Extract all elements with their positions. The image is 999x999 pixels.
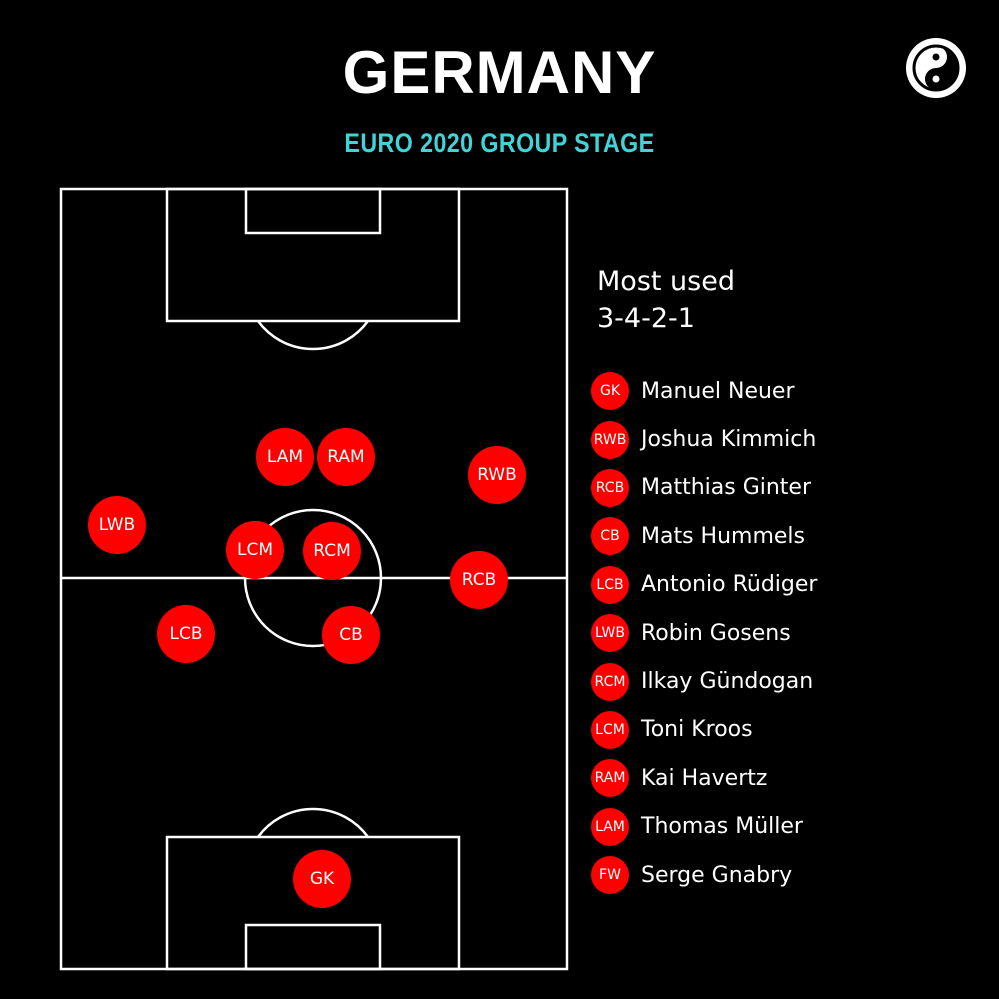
center-circle	[243, 508, 383, 648]
top-penalty-arc	[256, 320, 370, 351]
roster-player-name: Joshua Kimmich	[641, 427, 817, 453]
roster-item: LWB Robin Gosens	[591, 609, 817, 657]
roster-item: GK Manuel Neuer	[591, 367, 817, 415]
roster-player-name: Antonio Rüdiger	[641, 572, 818, 598]
roster-player-name: Kai Havertz	[641, 765, 768, 791]
player-marker-gk: GK	[293, 850, 351, 908]
player-marker-lwb: LWB	[88, 496, 146, 554]
player-marker-label: RWB	[477, 465, 517, 485]
roster-player-name: Serge Gnabry	[641, 862, 793, 888]
roster-player-name: Thomas Müller	[641, 814, 803, 840]
player-marker-label: GK	[309, 869, 335, 889]
roster-player-name: Mats Hummels	[641, 523, 806, 549]
roster-position-badge: FW	[591, 856, 629, 895]
roster-item: LCM Toni Kroos	[591, 706, 817, 754]
top-penalty-box	[165, 187, 461, 323]
roster-position-badge: CB	[591, 517, 629, 556]
roster-item: RCB Matthias Ginter	[591, 464, 817, 512]
roster-player-name: Matthias Ginter	[641, 475, 812, 501]
player-marker-label: RAM	[327, 447, 365, 467]
roster-item: LCB Antonio Rüdiger	[591, 561, 817, 609]
player-marker-label: RCB	[461, 570, 497, 590]
bottom-goal-box	[244, 923, 382, 971]
roster-position-badge: GK	[591, 372, 629, 411]
player-marker-label: RCM	[313, 541, 351, 561]
player-marker-ram: RAM	[317, 428, 375, 486]
roster-item: RAM Kai Havertz	[591, 754, 817, 802]
player-marker-lcm: LCM	[226, 521, 284, 579]
roster-position-badge: LAM	[591, 807, 629, 846]
page-title: GERMANY	[342, 39, 657, 106]
roster-position-badge: RWB	[591, 420, 629, 459]
yin-yang-logo-icon	[906, 38, 966, 98]
formation-label: Most used 3-4-2-1	[597, 263, 735, 337]
player-marker-label: LCB	[169, 624, 203, 644]
roster-item: LAM Thomas Müller	[591, 803, 817, 851]
player-marker-rcm: RCM	[303, 522, 361, 580]
roster-position-badge: LCM	[591, 710, 629, 749]
player-marker-label: CB	[339, 625, 363, 645]
roster-position-badge: RCM	[591, 662, 629, 701]
formation-heading: Most used	[597, 266, 735, 297]
player-marker-lcb: LCB	[157, 605, 215, 663]
roster-position-badge: RCB	[591, 468, 629, 507]
player-marker-label: LCM	[236, 540, 273, 560]
roster-item: RWB Joshua Kimmich	[591, 415, 817, 463]
player-marker-rwb: RWB	[468, 446, 526, 504]
roster-player-name: Robin Gosens	[641, 620, 791, 646]
roster-position-badge: RAM	[591, 759, 629, 798]
roster-position-badge: LWB	[591, 614, 629, 653]
top-goal-box	[244, 187, 382, 235]
player-marker-lam: LAM	[256, 428, 314, 486]
roster-item: FW Serge Gnabry	[591, 851, 817, 899]
page-subtitle: EURO 2020 GROUP STAGE	[344, 128, 655, 158]
roster-player-name: Ilkay Gündogan	[641, 669, 814, 695]
player-marker-cb: CB	[322, 606, 380, 664]
roster-item: CB Mats Hummels	[591, 512, 817, 560]
player-marker-rcb: RCB	[450, 551, 508, 609]
roster-player-name: Toni Kroos	[641, 717, 753, 743]
bottom-penalty-arc	[256, 807, 370, 838]
roster-position-badge: LCB	[591, 565, 629, 604]
roster-player-name: Manuel Neuer	[641, 378, 795, 404]
player-roster: GK Manuel Neuer RWB Joshua Kimmich RCB Matt…	[591, 367, 817, 899]
formation-value: 3-4-2-1	[597, 303, 695, 334]
player-marker-label: LAM	[266, 447, 304, 467]
player-marker-label: LWB	[98, 515, 136, 535]
roster-item: RCM Ilkay Gündogan	[591, 657, 817, 705]
